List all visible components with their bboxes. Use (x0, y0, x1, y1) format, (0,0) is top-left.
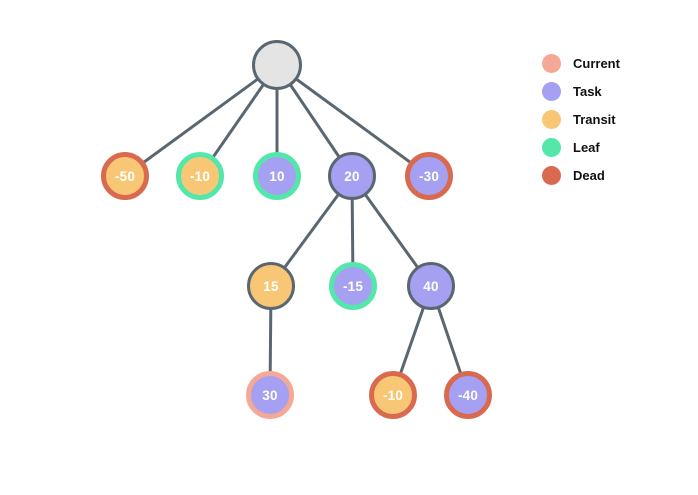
node-minus-10-depth1: -10 (176, 152, 224, 200)
node-40: 40 (407, 262, 455, 310)
legend-swatch-dead (542, 165, 561, 185)
legend-item-leaf: Leaf (542, 133, 620, 161)
tree-edge (276, 63, 430, 178)
legend-label-dead: Dead (573, 167, 605, 183)
legend-label-leaf: Leaf (573, 139, 600, 155)
tree-edge (124, 63, 278, 178)
legend-swatch-current (542, 53, 561, 73)
legend-item-task: Task (542, 77, 620, 105)
legend-swatch-leaf (542, 137, 561, 157)
legend-item-dead: Dead (542, 161, 620, 189)
node-minus-15: -15 (329, 262, 377, 310)
node-minus-50: -50 (101, 152, 149, 200)
node-root (252, 40, 302, 90)
node-15: 15 (247, 262, 295, 310)
legend-item-transit: Transit (542, 105, 620, 133)
node-minus-10-depth3: -10 (369, 371, 417, 419)
legend-item-current: Current (542, 49, 620, 77)
legend-swatch-transit (542, 109, 561, 129)
node-20: 20 (328, 152, 376, 200)
legend: Current Task Transit Leaf Dead (542, 49, 620, 189)
node-minus-30: -30 (405, 152, 453, 200)
legend-label-task: Task (573, 83, 602, 99)
node-30: 30 (246, 371, 294, 419)
legend-swatch-task (542, 81, 561, 101)
node-minus-40: -40 (444, 371, 492, 419)
legend-label-transit: Transit (573, 111, 616, 127)
legend-label-current: Current (573, 55, 620, 71)
node-10: 10 (253, 152, 301, 200)
